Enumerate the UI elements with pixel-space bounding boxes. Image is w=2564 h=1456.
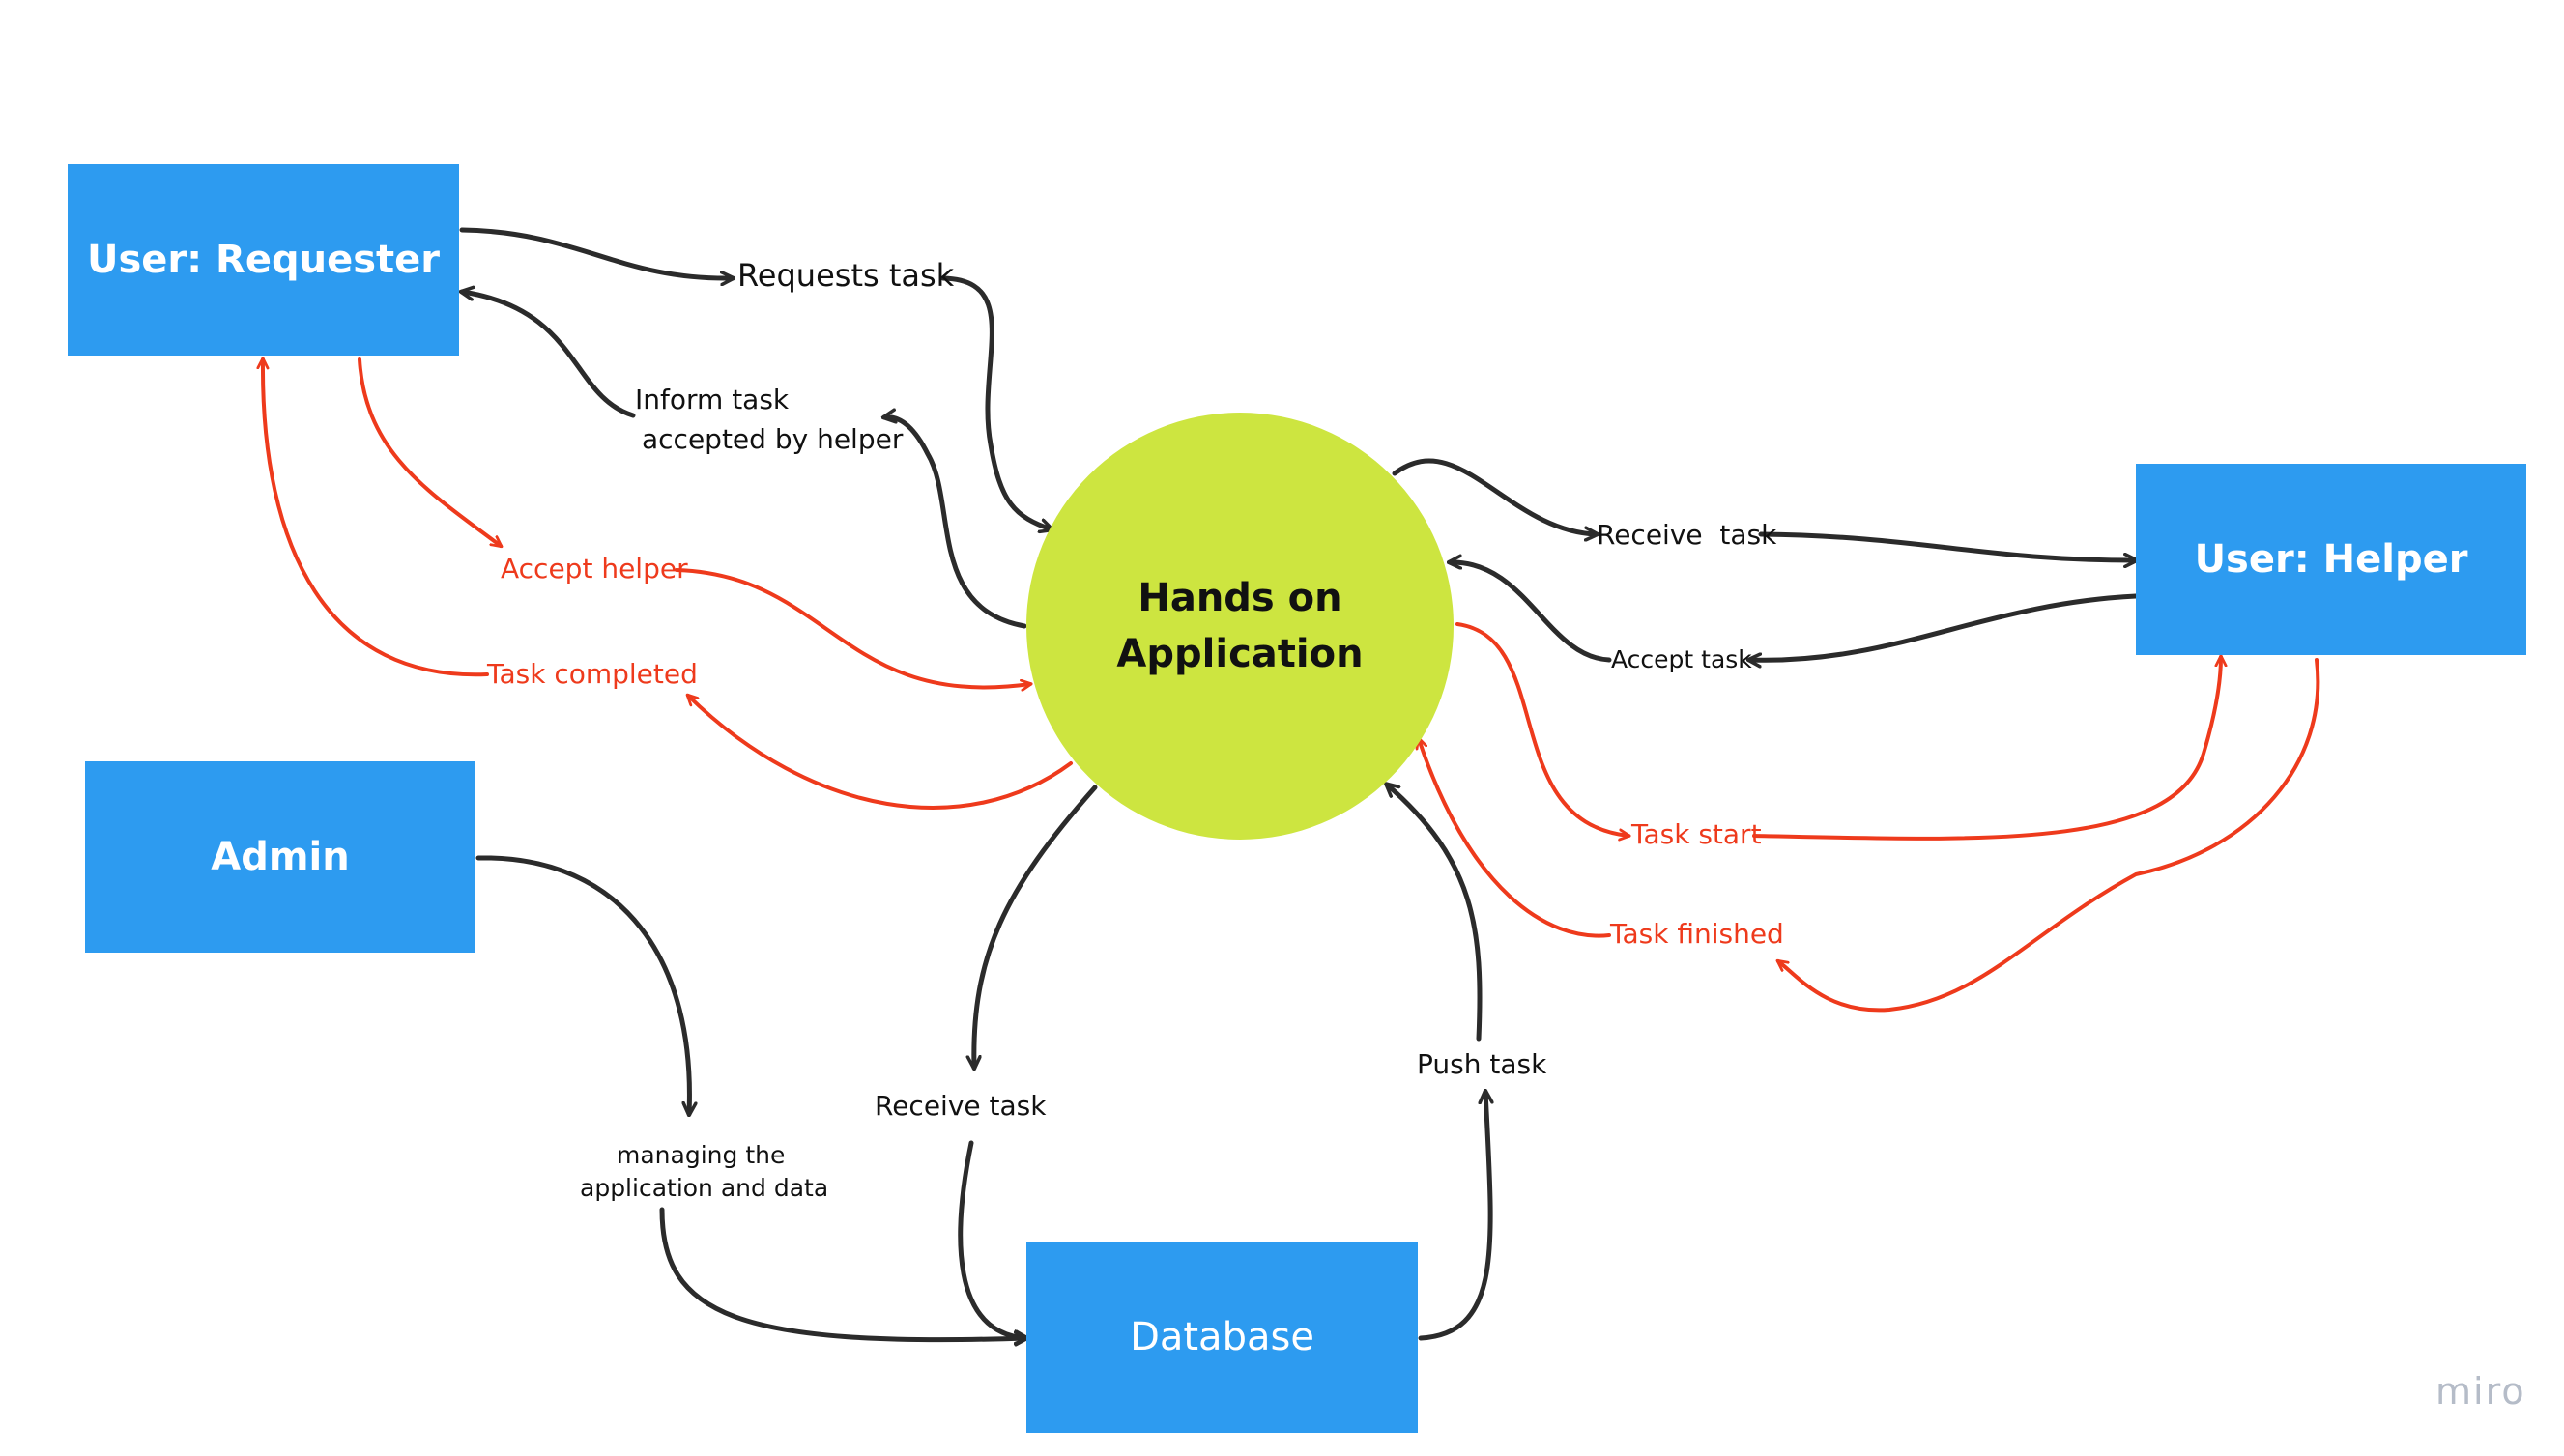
arrow-app-to-receive-task: [1392, 458, 1597, 534]
arrow-database-to-push-task: [1418, 1092, 1490, 1341]
label-push-task: Push task: [1417, 1048, 1547, 1080]
label-managing-line2: application and data: [580, 1174, 829, 1202]
admin-label: Admin: [211, 835, 350, 879]
user-requester-label: User: Requester: [86, 238, 441, 282]
arrow-inform-to-requester: [462, 292, 636, 418]
arrow-managing-to-database: [659, 1207, 1026, 1340]
arrow-requester-to-requests-task: [459, 227, 733, 278]
user-helper-label: User: Helper: [2194, 537, 2468, 582]
label-inform-task-line1: Inform task: [635, 384, 790, 415]
arrow-task-finished-to-app: [1419, 739, 1611, 938]
user-requester-box[interactable]: User: Requester: [68, 164, 459, 356]
app-title-line2: Application: [1116, 632, 1364, 676]
hands-on-application-circle[interactable]: Hands on Application: [1026, 413, 1454, 840]
database-label: Database: [1130, 1315, 1314, 1359]
arrow-task-completed-to-requester: [263, 359, 489, 677]
database-box[interactable]: Database: [1026, 1242, 1418, 1433]
label-task-finished: Task finished: [1610, 918, 1784, 950]
user-helper-box[interactable]: User: Helper: [2136, 464, 2526, 655]
label-inform-task-line2: accepted by helper: [642, 423, 904, 455]
label-requests-task: Requests task: [737, 257, 955, 294]
miro-watermark: miro: [2435, 1370, 2526, 1413]
arrow-receive-task-to-database: [958, 1140, 1026, 1338]
label-receive-task-helper: Receive task: [1597, 519, 1777, 551]
arrow-requester-to-accept-helper: [358, 357, 501, 546]
label-accept-task: Accept task: [1611, 645, 1752, 673]
label-task-completed: Task completed: [487, 658, 698, 690]
arrow-app-to-inform: [884, 417, 1027, 629]
arrow-app-to-task-start: [1455, 622, 1628, 836]
arrow-app-to-task-completed: [688, 696, 1073, 810]
label-receive-task-db: Receive task: [875, 1090, 1047, 1122]
arrow-receive-task-to-helper: [1758, 531, 2136, 560]
arrow-helper-to-task-finished: [1778, 658, 2320, 1013]
arrow-task-start-to-helper: [1752, 657, 2221, 841]
arrow-app-to-receive-task-db: [974, 785, 1098, 1068]
app-title-line1: Hands on: [1138, 576, 1342, 620]
arrow-push-task-to-app: [1387, 785, 1483, 1042]
label-task-start: Task start: [1631, 818, 1762, 850]
arrow-admin-to-managing: [475, 855, 689, 1114]
admin-box[interactable]: Admin: [85, 761, 475, 953]
label-accept-helper: Accept helper: [501, 553, 688, 585]
arrow-helper-to-accept-task: [1749, 593, 2139, 660]
label-managing-line1: managing the: [617, 1141, 786, 1169]
arrow-requests-task-to-app: [940, 275, 1052, 529]
arrow-accept-task-to-app: [1450, 562, 1612, 663]
arrow-accept-helper-to-app: [675, 568, 1030, 687]
